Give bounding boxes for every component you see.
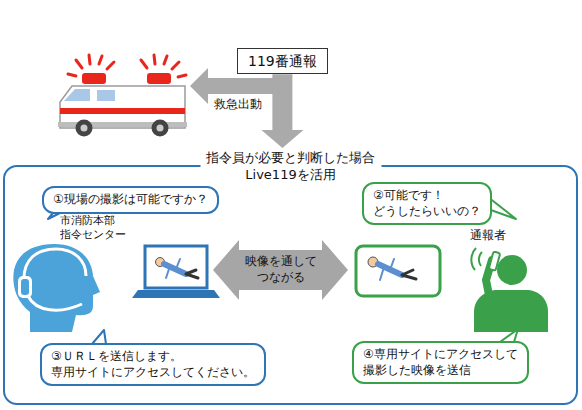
process-box: 119番通報 bbox=[237, 48, 328, 74]
node-text: ④専用サイトにアクセスして 撮影した映像を送信 bbox=[363, 347, 518, 378]
text-label: 救急出動 bbox=[214, 97, 262, 113]
laptop-icon bbox=[132, 246, 220, 298]
node-text: 映像を通して つながる bbox=[245, 254, 317, 285]
text-label: 通報者 bbox=[470, 228, 506, 244]
text-label: 市消防本部 指令センター bbox=[60, 214, 126, 243]
speech-bubble: ②可能です！ どうしたらいいの？ bbox=[362, 182, 492, 225]
block-arrow bbox=[261, 74, 303, 148]
region-heading: 指令員が必要と判断した場合 Live119を活用 bbox=[200, 150, 381, 184]
ambulance-illustration bbox=[58, 55, 187, 137]
node-text: ①現場の撮影は可能ですか？ bbox=[53, 192, 208, 208]
speech-bubble: ④専用サイトにアクセスして 撮影した映像を送信 bbox=[352, 341, 529, 384]
bubble-tail bbox=[488, 197, 516, 219]
speech-bubble: ①現場の撮影は可能ですか？ bbox=[42, 186, 219, 214]
speech-bubble: ③ＵＲＬを送信します。 専用サイトにアクセスしてください。 bbox=[40, 343, 266, 386]
smartphone-icon bbox=[356, 246, 440, 296]
node-text: ②可能です！ どうしたらいいの？ bbox=[373, 188, 481, 219]
operator-icon bbox=[13, 244, 100, 332]
node-text: 119番通報 bbox=[248, 52, 317, 70]
bubble-tail bbox=[92, 330, 106, 344]
double-arrow-box: 映像を通して つながる bbox=[213, 240, 348, 300]
region-band: 指令員が必要と判断した場合 Live119を活用①現場の撮影は可能ですか？②可能… bbox=[3, 165, 578, 405]
caller-icon bbox=[471, 248, 548, 332]
node-text: ③ＵＲＬを送信します。 専用サイトにアクセスしてください。 bbox=[51, 349, 255, 380]
